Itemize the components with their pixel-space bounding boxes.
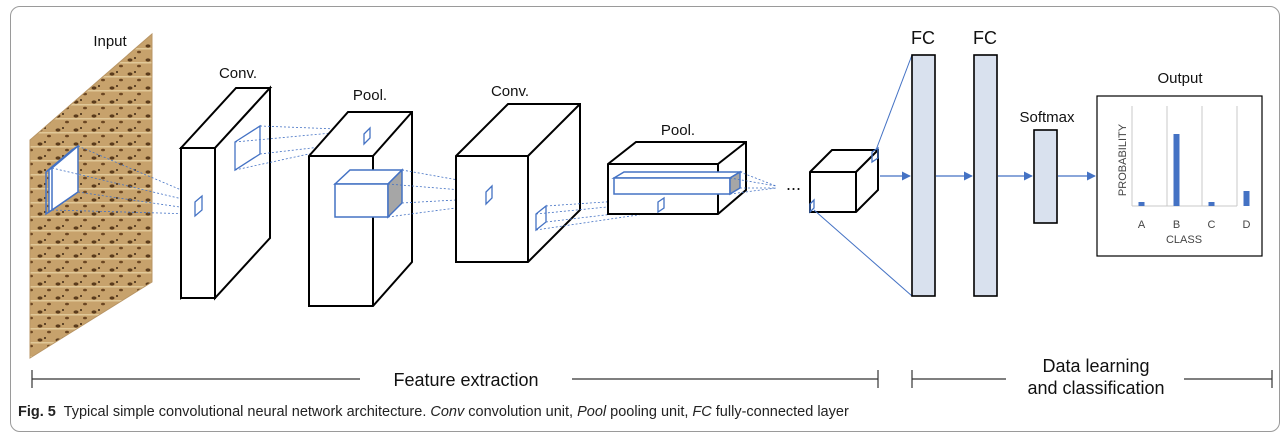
figure-caption: Fig. 5 Typical simple convolutional neur… xyxy=(18,404,849,420)
output-label: Output xyxy=(1157,70,1203,87)
data-learning-label-2: and classification xyxy=(1027,378,1164,398)
fc1-layer xyxy=(911,54,936,297)
conv2-label: Conv. xyxy=(491,83,529,100)
softmax-layer xyxy=(1033,129,1058,224)
feature-extraction-label: Feature extraction xyxy=(393,370,538,390)
ellipsis-label: ... xyxy=(786,174,801,194)
input-label: Input xyxy=(93,33,127,50)
caption-text-2: convolution unit, xyxy=(468,404,574,420)
final-feature-map xyxy=(809,149,879,213)
conv1-box xyxy=(178,85,273,301)
pool1-kernel xyxy=(333,126,404,219)
caption-fig-number: Fig. 5 xyxy=(18,404,56,420)
caption-text-1: Typical simple convolutional neural netw… xyxy=(63,404,427,420)
projection-lines-4 xyxy=(535,197,665,231)
projection-lines-5 xyxy=(729,171,777,195)
projection-lines-1 xyxy=(51,145,201,215)
bar-c xyxy=(1208,202,1215,206)
bar-a xyxy=(1138,202,1145,206)
fc-connections-1 xyxy=(813,54,913,297)
data-learning-bracket xyxy=(911,370,1273,388)
tick-label-d: D xyxy=(1243,219,1251,231)
x-axis-label: CLASS xyxy=(1166,234,1202,246)
tick-label-a: A xyxy=(1138,219,1146,231)
projection-lines-2 xyxy=(234,125,365,171)
fc1-label: FC xyxy=(911,28,935,48)
fc2-layer xyxy=(973,54,998,297)
caption-text-4: fully-connected layer xyxy=(715,404,849,420)
bar-d xyxy=(1243,191,1250,206)
softmax-label: Softmax xyxy=(1019,109,1075,126)
caption-abbr-pool: Pool xyxy=(577,404,607,420)
fc2-label: FC xyxy=(973,28,997,48)
caption-abbr-fc: FC xyxy=(692,404,712,420)
tick-label-c: C xyxy=(1208,219,1216,231)
feature-extraction-bracket xyxy=(31,370,879,388)
data-learning-label-1: Data learning xyxy=(1042,356,1149,376)
bar-b xyxy=(1173,134,1180,206)
pool1-label: Pool. xyxy=(353,87,387,104)
conv2-box xyxy=(455,103,581,263)
conv1-label: Conv. xyxy=(219,65,257,82)
input-image xyxy=(29,32,153,359)
output-chart: A B C D PROBABILITY CLASS xyxy=(1117,106,1251,246)
caption-text-3: pooling unit, xyxy=(610,404,689,420)
caption-abbr-conv: Conv xyxy=(430,404,465,420)
pool2-kernel xyxy=(611,170,743,214)
y-axis-label: PROBABILITY xyxy=(1117,123,1129,196)
tick-label-b: B xyxy=(1173,219,1180,231)
pool2-label: Pool. xyxy=(661,122,695,139)
